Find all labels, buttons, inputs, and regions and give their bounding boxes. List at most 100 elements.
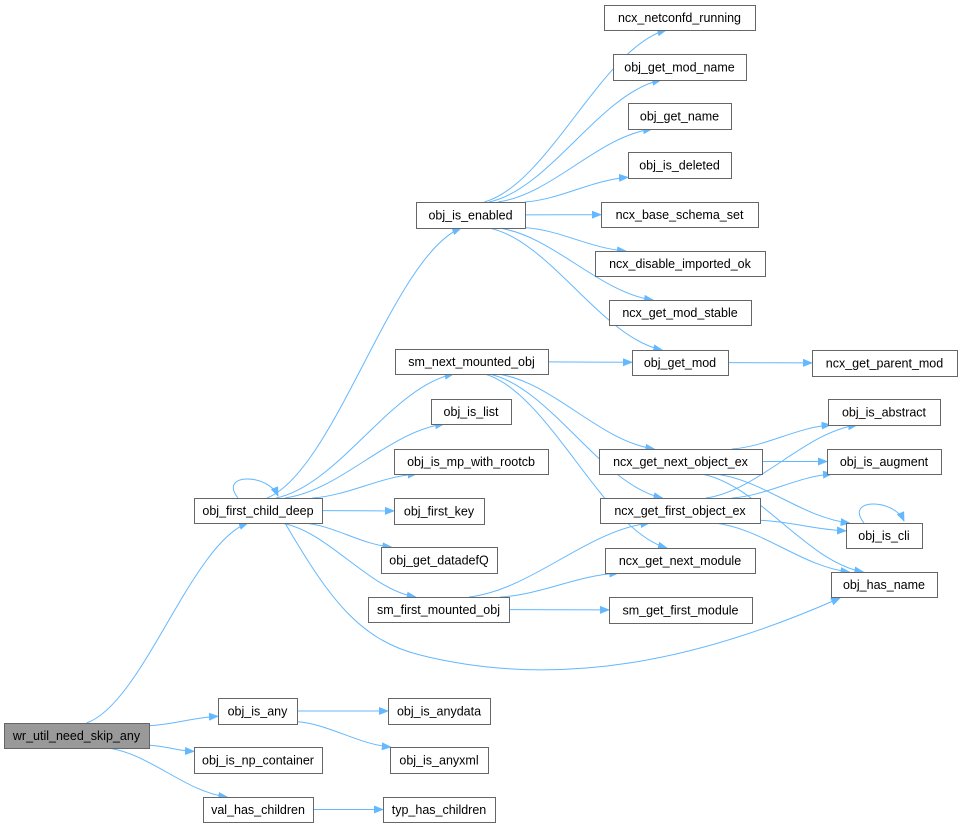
edge-obj_is_any-to-obj_is_anyxml [296, 721, 392, 751]
edge-obj_is_enabled-to-ncx_disable_imported_ok [524, 227, 628, 255]
node-label: obj_is_anyxml [399, 754, 478, 768]
node-label: sm_first_mounted_obj [377, 603, 500, 617]
edge-obj_is_cli-to-obj_is_cli [858, 503, 905, 524]
node-obj-get-datadefQ[interactable]: obj_get_datadefQ [381, 547, 498, 574]
node-label: obj_is_enabled [428, 209, 512, 223]
node-box [827, 449, 942, 475]
edge-obj_first_child_deep-to-obj_is_list [284, 421, 446, 499]
node-label: obj_get_name [640, 110, 719, 124]
node-box [605, 548, 756, 574]
node-label: obj_is_cli [858, 529, 909, 543]
node-obj-is-any[interactable]: obj_is_any [218, 698, 298, 725]
node-ncx-get-first-object-ex[interactable]: ncx_get_first_object_ex [600, 498, 761, 524]
node-box [416, 202, 526, 229]
edge-obj_is_enabled-to-obj_get_mod_name [488, 77, 663, 203]
node-val-has-children[interactable]: val_has_children [203, 797, 314, 823]
node-box [828, 399, 941, 426]
node-box [846, 523, 923, 549]
edge-wr_util_need_skip_any-to-obj_first_child_deep [86, 522, 249, 724]
node-label: obj_is_any [228, 705, 289, 719]
edge-ncx_get_next_object_ex-to-obj_is_cli [714, 473, 851, 527]
node-typ-has-children[interactable]: typ_has_children [383, 797, 496, 823]
node-ncx-get-parent-mod[interactable]: ncx_get_parent_mod [812, 350, 958, 377]
node-label: ncx_base_schema_set [616, 208, 744, 222]
node-label: obj_get_mod [644, 356, 716, 370]
node-label: sm_get_first_module [622, 604, 738, 618]
node-obj-first-key[interactable]: obj_first_key [394, 498, 485, 525]
node-label: ncx_get_first_object_ex [614, 504, 746, 518]
node-ncx-get-next-module[interactable]: ncx_get_next_module [605, 548, 756, 574]
edge-ncx_get_next_object_ex-to-obj_is_abstract [731, 421, 832, 450]
node-obj-is-deleted[interactable]: obj_is_deleted [628, 152, 732, 179]
node-obj-is-anyxml[interactable]: obj_is_anyxml [390, 747, 489, 774]
node-box [390, 747, 489, 774]
node-obj-first-child-deep[interactable]: obj_first_child_deep [194, 498, 323, 524]
node-sm-first-mounted-obj[interactable]: sm_first_mounted_obj [368, 597, 510, 623]
node-label: obj_is_np_container [202, 754, 314, 768]
node-box [194, 498, 323, 524]
node-obj-is-anydata[interactable]: obj_is_anydata [388, 698, 491, 725]
edge-ncx_get_first_object_ex-to-obj_is_abstract [705, 422, 859, 499]
edge-obj_is_enabled-to-ncx_get_mod_stable [498, 227, 655, 303]
node-label: ncx_get_mod_stable [622, 306, 737, 320]
node-box [831, 572, 938, 598]
node-ncx-base-schema-set[interactable]: ncx_base_schema_set [601, 202, 759, 228]
node-obj-is-abstract[interactable]: obj_is_abstract [828, 399, 941, 426]
node-label: obj_first_child_deep [202, 504, 313, 518]
node-ncx-get-mod-stable[interactable]: ncx_get_mod_stable [609, 300, 752, 326]
node-box [394, 498, 485, 525]
node-box [194, 747, 323, 774]
node-box [601, 202, 759, 228]
node-box [613, 54, 747, 81]
node-box [388, 698, 491, 725]
edge-obj_first_child_deep-to-obj_is_mp_with_rootcb [312, 470, 418, 499]
node-box [218, 698, 298, 725]
node-box [600, 498, 761, 524]
node-wr-util-need-skip-any[interactable]: wr_util_need_skip_any [4, 723, 150, 749]
node-obj-is-augment[interactable]: obj_is_augment [827, 449, 942, 475]
node-label: obj_has_name [843, 578, 925, 592]
node-ncx-netconfd-running[interactable]: ncx_netconfd_running [604, 5, 756, 31]
node-label: obj_is_anydata [397, 705, 481, 719]
edge-sm_next_mounted_obj-to-ncx_get_first_object_ex [488, 373, 664, 501]
node-box [632, 350, 729, 376]
node-obj-get-name[interactable]: obj_get_name [628, 103, 732, 130]
node-obj-has-name[interactable]: obj_has_name [831, 572, 938, 598]
node-box [609, 597, 753, 624]
node-label: obj_get_mod_name [624, 61, 735, 75]
edge-sm_first_mounted_obj-to-ncx_get_first_object_ex [468, 520, 651, 598]
edge-ncx_get_first_object_ex-to-obj_is_augment [732, 470, 833, 499]
edge-wr_util_need_skip_any-to-obj_is_any [148, 712, 219, 727]
node-label: obj_get_datadefQ [389, 554, 489, 568]
node-label: typ_has_children [392, 803, 487, 817]
node-box [368, 597, 510, 623]
node-label: ncx_netconfd_running [618, 11, 741, 25]
node-obj-get-mod[interactable]: obj_get_mod [632, 350, 729, 376]
node-ncx-disable-imported-ok[interactable]: ncx_disable_imported_ok [595, 251, 766, 277]
edge-ncx_get_next_object_ex-to-obj_has_name [701, 473, 865, 575]
edge-sm_next_mounted_obj-to-ncx_get_next_object_ex [497, 373, 656, 452]
node-ncx-get-next-object-ex[interactable]: ncx_get_next_object_ex [599, 449, 763, 475]
node-obj-is-list[interactable]: obj_is_list [431, 399, 512, 425]
node-box [595, 251, 766, 277]
node-box [381, 547, 498, 574]
node-sm-next-mounted-obj[interactable]: sm_next_mounted_obj [395, 349, 549, 375]
node-label: obj_first_key [404, 505, 475, 519]
node-label: obj_is_list [444, 405, 499, 419]
edge-obj_first_child_deep-to-obj_has_name [284, 522, 841, 671]
edge-ncx_get_first_object_ex-to-obj_has_name [714, 522, 851, 576]
node-obj-is-enabled[interactable]: obj_is_enabled [416, 202, 526, 229]
node-obj-is-np-container[interactable]: obj_is_np_container [194, 747, 323, 774]
node-obj-get-mod-name[interactable]: obj_get_mod_name [613, 54, 747, 81]
edge-obj_is_enabled-to-ncx_netconfd_running [484, 28, 668, 203]
node-box [383, 797, 496, 823]
node-obj-is-mp-with-rootcb[interactable]: obj_is_mp_with_rootcb [394, 449, 549, 475]
node-sm-get-first-module[interactable]: sm_get_first_module [609, 597, 753, 624]
node-obj-is-cli[interactable]: obj_is_cli [846, 523, 923, 549]
edge-sm_first_mounted_obj-to-ncx_get_next_module [500, 569, 620, 598]
edge-obj_is_enabled-to-obj_is_deleted [524, 173, 629, 203]
node-box [4, 723, 150, 749]
node-label: wr_util_need_skip_any [12, 729, 141, 743]
edge-wr_util_need_skip_any-to-obj_is_np_container [148, 744, 195, 756]
